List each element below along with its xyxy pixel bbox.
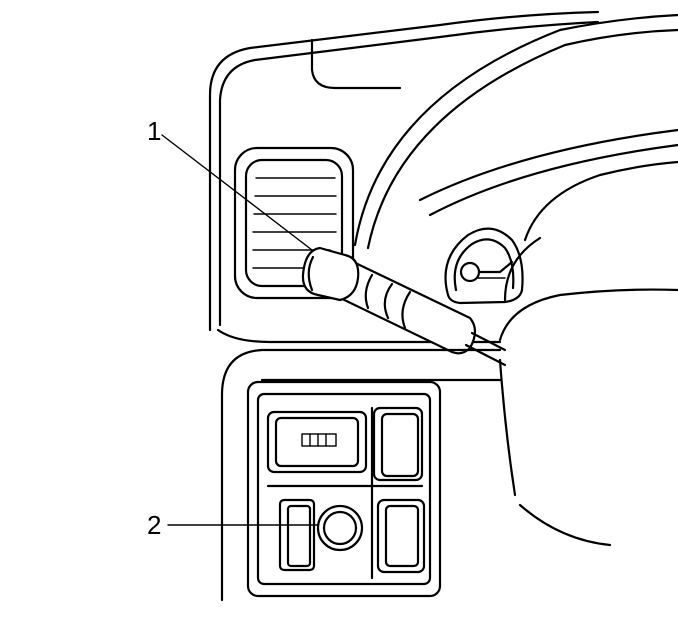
cluster-opening [444, 227, 524, 305]
callout-label-2: 2 [147, 510, 162, 540]
steering-wheel [353, 13, 678, 547]
leader-line-1 [161, 134, 313, 251]
lower-switch-panel [220, 348, 502, 602]
dash-upper-panel [208, 10, 600, 344]
top-right-switch [372, 406, 424, 482]
top-left-switch [266, 410, 368, 474]
callout-label-1: 1 [147, 116, 162, 146]
bottom-right-switch [376, 498, 426, 574]
air-vent [233, 146, 355, 300]
multifunction-lever [301, 246, 507, 367]
